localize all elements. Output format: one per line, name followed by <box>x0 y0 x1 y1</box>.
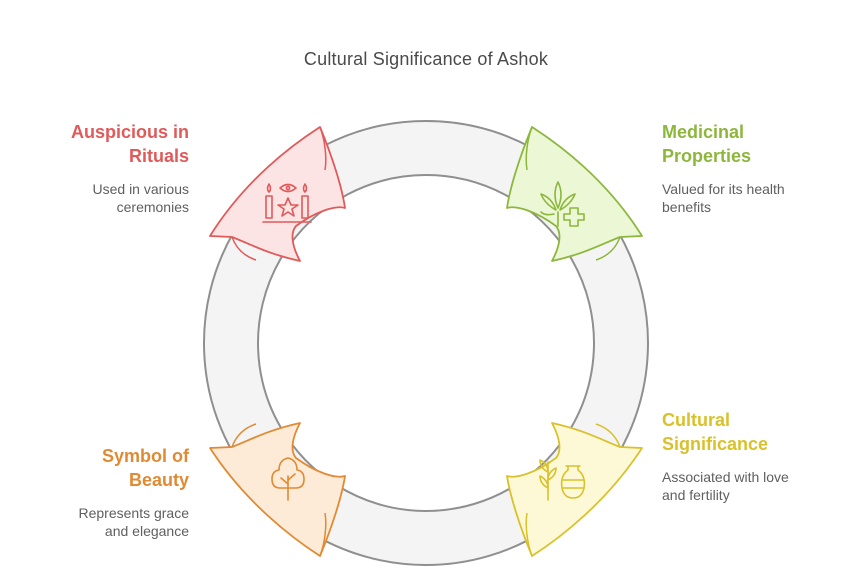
label-auspicious-in-rituals: Auspicious in Rituals <box>70 122 189 166</box>
desc-medicinal-properties: Valued for its health benefits <box>662 181 785 215</box>
label-symbol-of-beauty: Symbol of Beauty <box>101 446 189 490</box>
sprout-and-vase-icon <box>539 459 586 501</box>
segment-auspicious <box>209 126 346 262</box>
tree-icon <box>271 457 305 501</box>
diagram-title: Cultural Significance of Ashok <box>303 49 549 69</box>
desc-symbol-of-beauty: Represents grace and elegance <box>78 505 189 539</box>
label-cultural-significance: Cultural Significance <box>662 410 769 454</box>
segment-cultural <box>506 422 643 557</box>
segment-beauty <box>209 422 346 557</box>
candles-eye-star-icon <box>262 183 312 223</box>
desc-auspicious-in-rituals: Used in various ceremonies <box>92 181 190 215</box>
label-medicinal-properties: Medicinal Properties <box>662 122 752 166</box>
cannabis-leaf-medical-cross-icon <box>540 181 585 227</box>
desc-cultural-significance: Associated with love and fertility <box>662 469 789 503</box>
